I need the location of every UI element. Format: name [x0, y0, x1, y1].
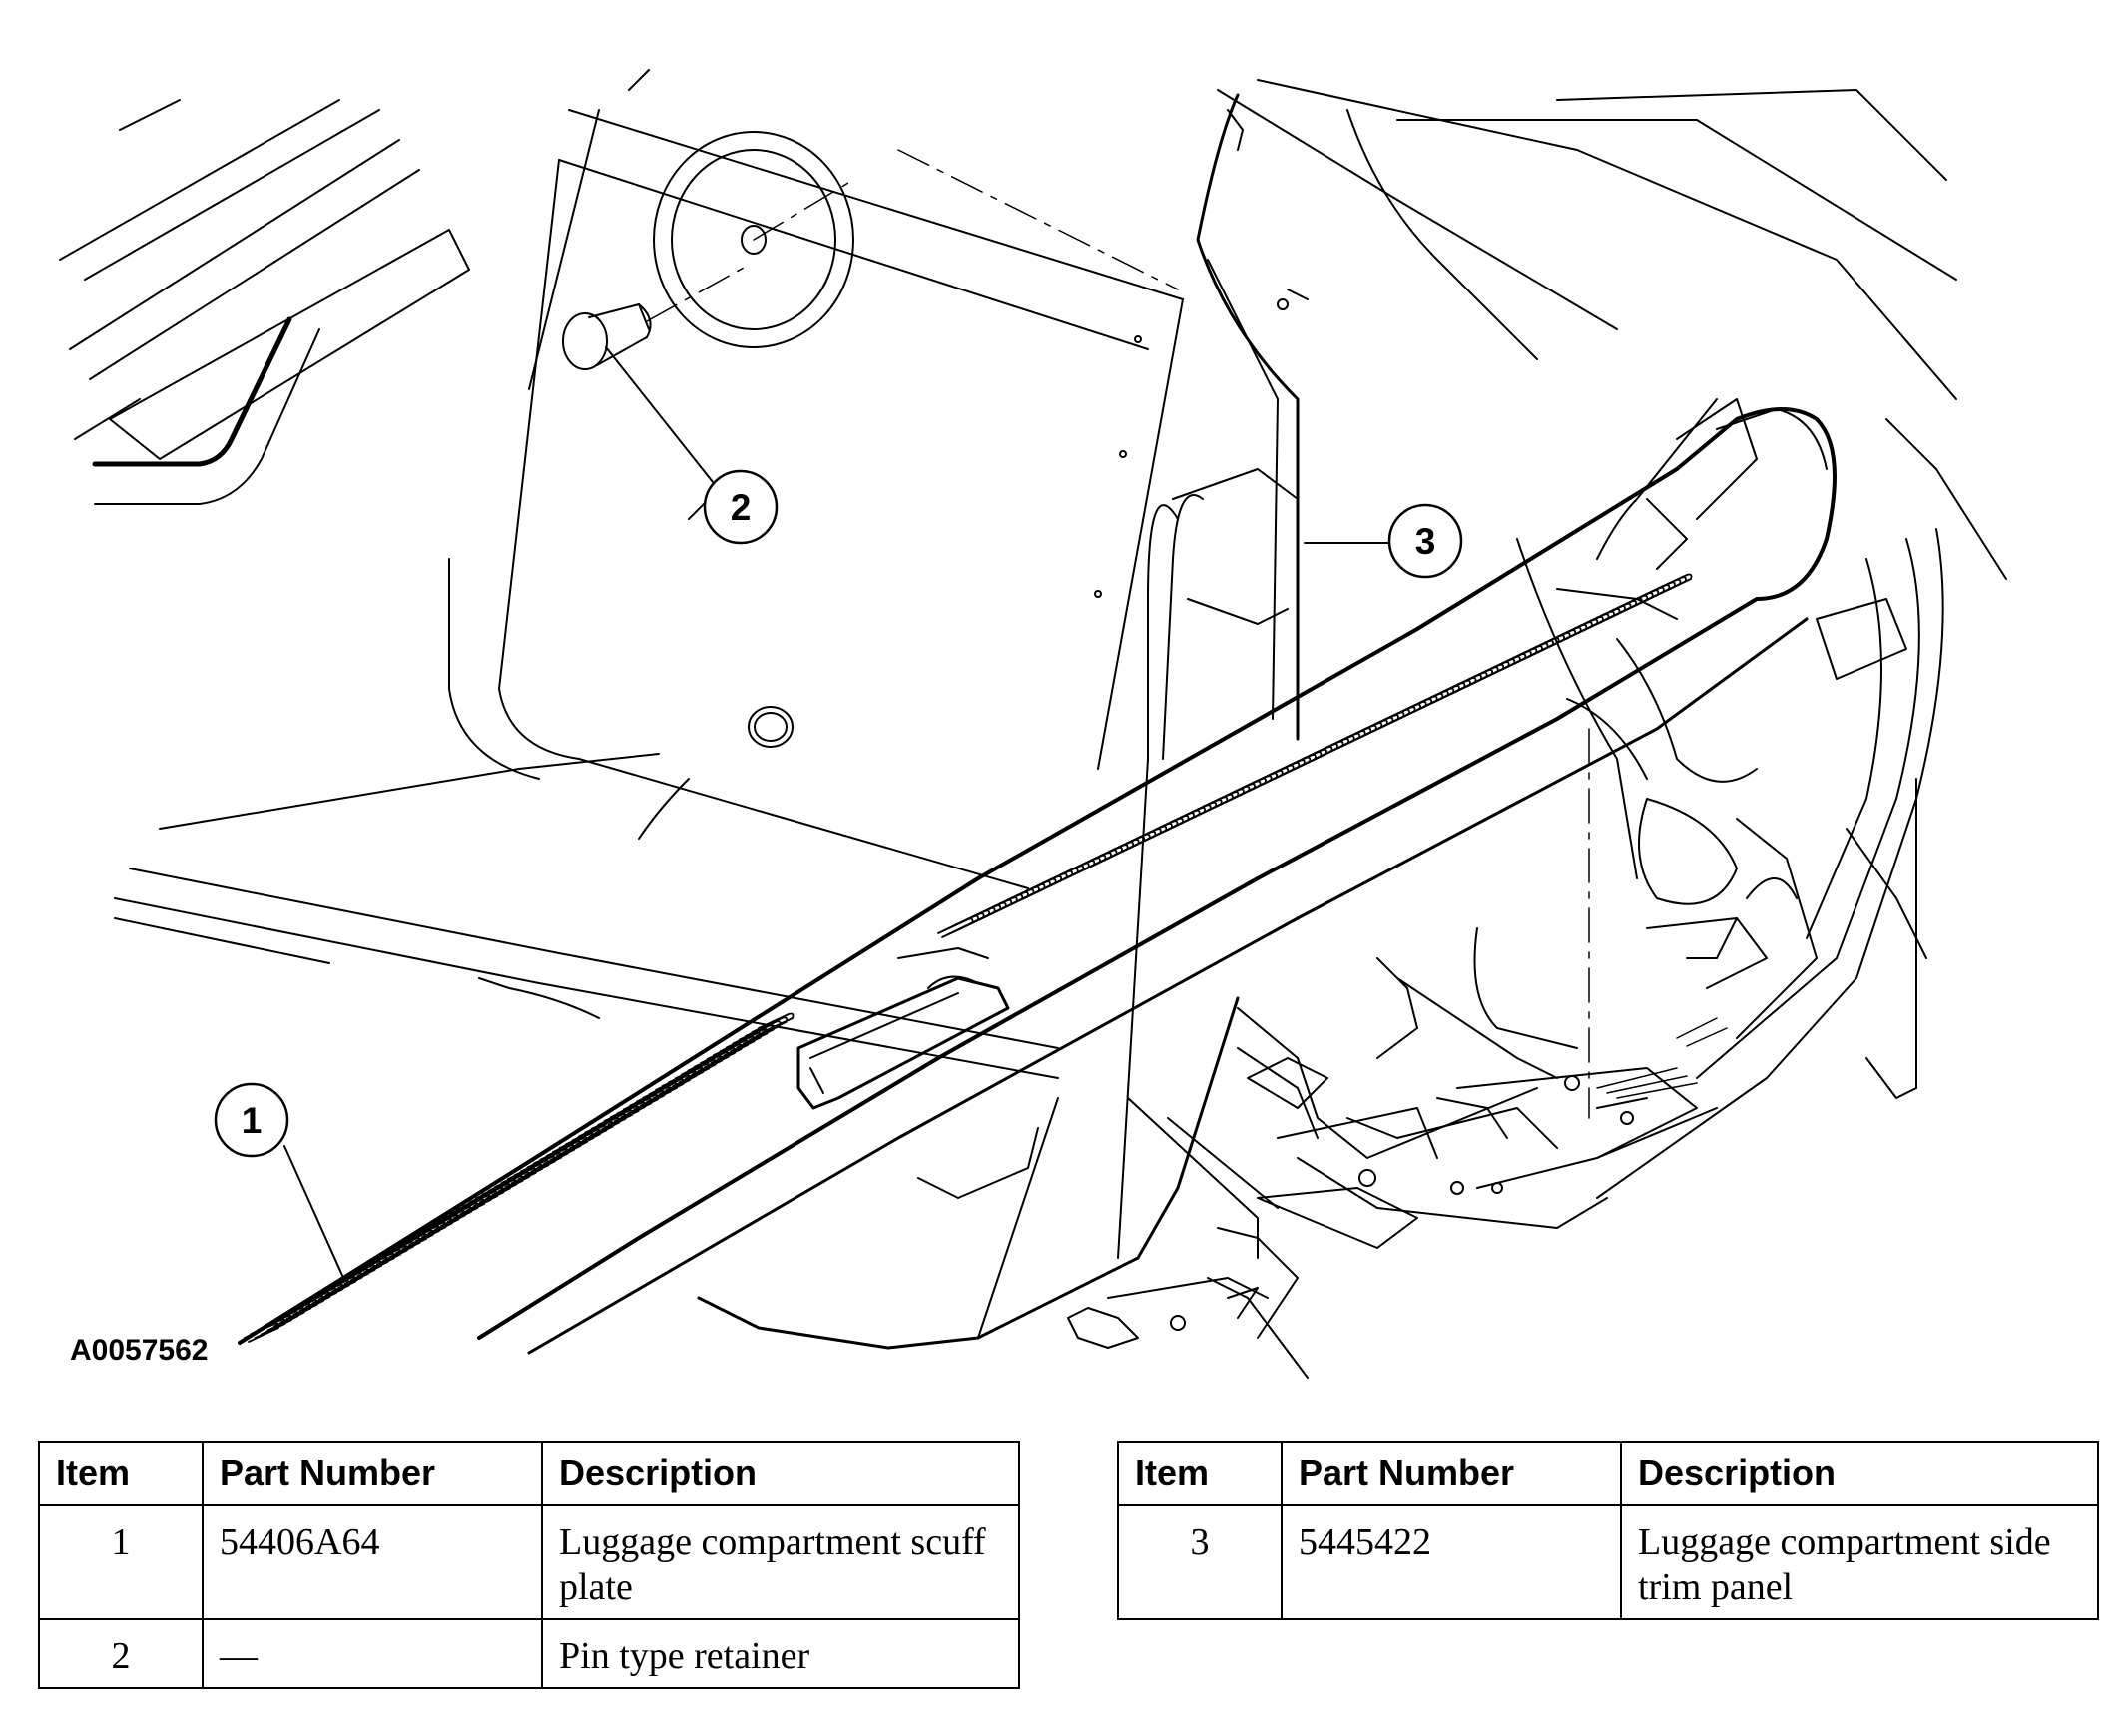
retainer-hole-boss	[653, 131, 854, 520]
cell-part-number: —	[202, 1618, 543, 1689]
luggage-compartment-scuff-plate	[238, 407, 1837, 1355]
cell-part-number: 5445422	[1281, 1504, 1622, 1621]
cell-description: Pin type retainer	[541, 1618, 1020, 1689]
figure-id: A0057562	[70, 1334, 208, 1367]
cell-item: 1	[38, 1504, 204, 1621]
parts-illustration: 1 2 3 A0057562	[59, 69, 2007, 1379]
cell-item: 3	[1117, 1504, 1283, 1621]
rear-bulkhead-panel	[114, 69, 1184, 1079]
parts-table-right: Item Part Number Description 3 5445422 L…	[1117, 1440, 2099, 1621]
callout-2: 2	[703, 469, 779, 545]
header-part-number: Part Number	[1281, 1440, 1622, 1507]
table-header-row: Item Part Number Description	[1117, 1440, 2099, 1507]
table-row: 3 5445422 Luggage compartment side trim …	[1117, 1504, 2099, 1621]
side-trim-panel	[1117, 93, 1309, 1259]
callout-1: 1	[214, 1082, 289, 1158]
cell-description: Luggage compartment side trim panel	[1620, 1504, 2099, 1621]
upper-left-channel	[92, 316, 320, 505]
cell-item: 2	[38, 1618, 204, 1689]
table-row: 2 — Pin type retainer	[38, 1618, 1020, 1689]
right-quarter-structure	[1067, 79, 2007, 1379]
header-item: Item	[1117, 1440, 1283, 1507]
header-item: Item	[38, 1440, 204, 1507]
header-part-number: Part Number	[202, 1440, 543, 1507]
table-header-row: Item Part Number Description	[38, 1440, 1020, 1507]
floor-access-plug	[748, 706, 794, 748]
table-row: 1 54406A64 Luggage compartment scuff pla…	[38, 1504, 1020, 1621]
callout-2-label: 2	[731, 487, 752, 528]
callout-3: 3	[1387, 503, 1463, 579]
parts-table-left: Item Part Number Description 1 54406A64 …	[38, 1440, 1020, 1689]
pin-type-retainer	[562, 303, 652, 370]
header-description: Description	[541, 1440, 1020, 1507]
callout-leaders	[283, 346, 1390, 1281]
header-description: Description	[1620, 1440, 2099, 1507]
scuff-plate-ribbing	[244, 573, 1693, 1343]
cell-description: Luggage compartment scuff plate	[541, 1504, 1020, 1621]
callout-3-label: 3	[1415, 521, 1436, 562]
upper-left-body-panels	[59, 99, 470, 460]
callout-1-label: 1	[242, 1100, 263, 1141]
assembly-centerlines	[646, 149, 1590, 1119]
cell-part-number: 54406A64	[202, 1504, 543, 1621]
